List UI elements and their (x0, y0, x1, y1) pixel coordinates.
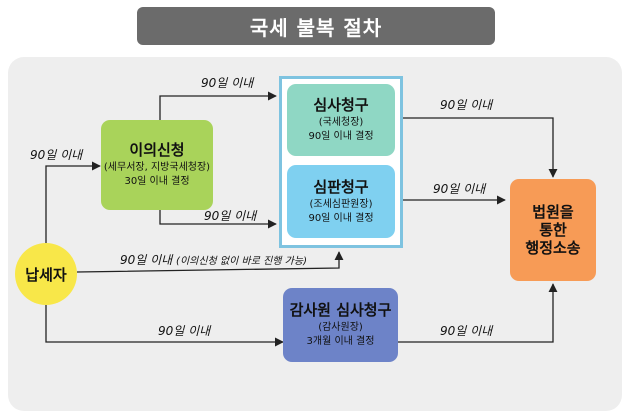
audit-box: 감사원 심사청구 (감사원장) 3개월 이내 결정 (283, 288, 398, 362)
court-line1: 법원을 (532, 203, 574, 221)
review-box: 심사청구 (국세청장) 90일 이내 결정 (287, 84, 395, 156)
label-audit-court: 90일 이내 (440, 324, 493, 338)
tribunal-title: 심판청구 (313, 177, 369, 196)
audit-authority: (감사원장) (318, 322, 363, 333)
arrow-audit-court (398, 283, 558, 343)
arrow-objection-review (159, 91, 277, 120)
arrow-taxpayer-objection (45, 161, 101, 243)
arrow-taxpayer-direct (76, 251, 344, 273)
tribunal-authority: (조세심판원장) (309, 198, 373, 210)
review-deadline: 90일 이내 결정 (308, 131, 374, 142)
label-objection-tribunal: 90일 이내 (204, 209, 257, 223)
objection-deadline: 30일 이내 결정 (124, 176, 190, 187)
objection-authority: (세무서장, 지방국세청장) (103, 162, 211, 173)
taxpayer-node: 납세자 (15, 243, 77, 305)
objection-box: 이의신청 (세무서장, 지방국세청장) 30일 이내 결정 (101, 120, 213, 210)
label-taxpayer-direct-days: 90일 이내 (120, 253, 173, 267)
arrow-objection-tribunal (159, 210, 277, 229)
tribunal-box: 심판청구 (조세심판원장) 90일 이내 결정 (287, 165, 395, 238)
label-taxpayer-direct: 90일 이내 (이의신청 없이 바로 진행 가능) (120, 251, 307, 268)
diagram-title: 국세 불복 절차 (137, 7, 495, 45)
court-line3: 행정소송 (525, 239, 581, 257)
arrow-taxpayer-audit (45, 305, 284, 347)
review-authority: (국세청장) (318, 117, 364, 128)
audit-deadline: 3개월 이내 결정 (306, 336, 375, 347)
tribunal-deadline: 90일 이내 결정 (308, 212, 374, 224)
label-taxpayer-audit: 90일 이내 (158, 324, 211, 338)
court-line2: 통한 (539, 221, 567, 239)
court-box: 법원을 통한 행정소송 (510, 179, 596, 281)
label-review-court: 90일 이내 (440, 98, 493, 112)
label-objection-review: 90일 이내 (201, 76, 254, 90)
arrow-review-court (403, 117, 558, 178)
label-taxpayer-objection: 90일 이내 (30, 148, 83, 162)
label-taxpayer-direct-note: (이의신청 없이 바로 진행 가능) (176, 256, 307, 267)
objection-title: 이의신청 (129, 141, 185, 159)
label-tribunal-court: 90일 이내 (433, 182, 486, 196)
review-title: 심사청구 (313, 96, 369, 114)
audit-title: 감사원 심사청구 (289, 301, 392, 319)
